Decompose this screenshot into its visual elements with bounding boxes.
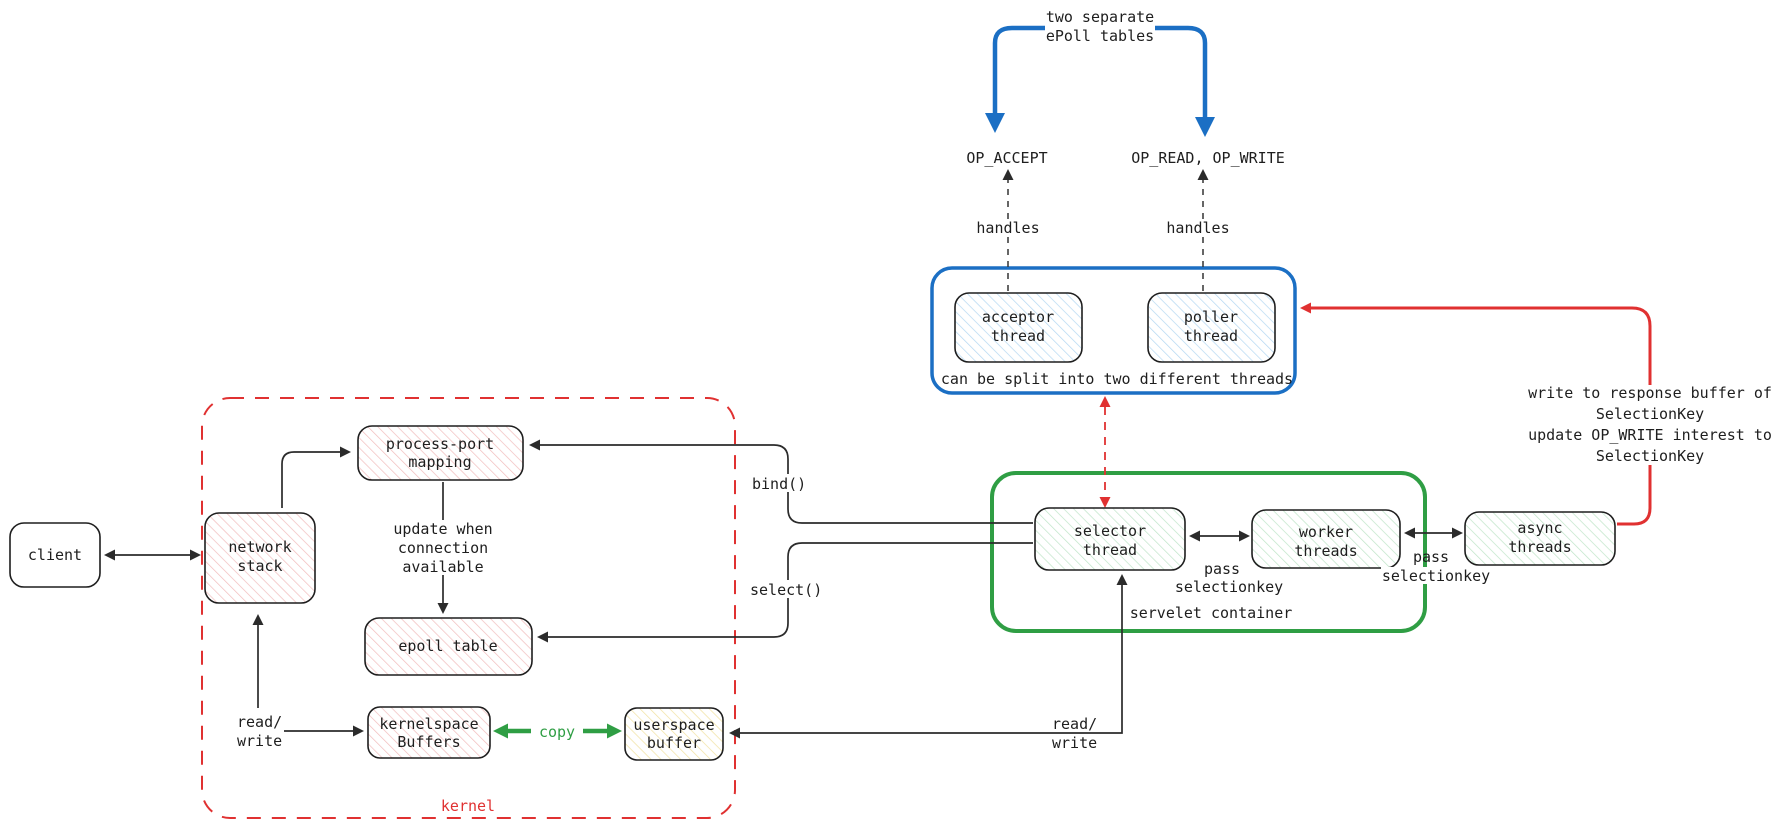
- worker-threads-label: worker: [1299, 523, 1353, 541]
- process-port-mapping-label: mapping: [408, 453, 471, 471]
- acceptor-thread-label: acceptor: [982, 308, 1054, 326]
- client-label: client: [28, 546, 82, 564]
- kernelspace-buffers-label: kernelspace: [379, 715, 478, 733]
- network-stack-label: stack: [237, 557, 282, 575]
- poller-thread-label: thread: [1184, 327, 1238, 345]
- copy-label: copy: [539, 723, 575, 741]
- label-backdrop: [974, 220, 1042, 236]
- op-accept-label: OP_ACCEPT: [966, 149, 1047, 167]
- async-threads-label: async: [1517, 519, 1562, 537]
- pass-selectionkey-label: pass: [1413, 548, 1449, 566]
- write-response-note: update OP_WRITE interest to: [1528, 426, 1772, 444]
- kernel-label: kernel: [441, 797, 495, 815]
- read-write-label: write: [1052, 734, 1097, 752]
- update-when-label: update when: [393, 520, 492, 538]
- read-write-label: write: [237, 732, 282, 750]
- userspace-selector-arrow: [729, 574, 1128, 739]
- write-response-note: SelectionKey: [1596, 405, 1704, 423]
- async-threads-node: [1464, 511, 1616, 566]
- client-node: [9, 522, 101, 588]
- acceptor-thread-label: thread: [991, 327, 1045, 345]
- epoll-table-label: epoll table: [398, 637, 497, 655]
- op-read-write-label: OP_READ, OP_WRITE: [1131, 149, 1285, 167]
- userspace-buffer-label: userspace: [633, 716, 714, 734]
- acceptor-thread-node: [954, 292, 1083, 363]
- update-when-label: available: [402, 558, 483, 576]
- userspace-buffer-label: buffer: [647, 734, 701, 752]
- epoll-tables-label: ePoll tables: [1046, 27, 1154, 45]
- servlet-container-label: servelet container: [1130, 604, 1293, 622]
- handles-right-label: handles: [1166, 219, 1229, 237]
- process-port-mapping-label: process-port: [386, 435, 494, 453]
- thread-split-caption: can be split into two different threads: [941, 370, 1293, 388]
- label-backdrop: [1164, 220, 1232, 236]
- kernelspace-buffers-node: [367, 706, 491, 759]
- pass-selectionkey-label: selectionkey: [1175, 578, 1283, 596]
- label-backdrop: [1524, 385, 1776, 465]
- read-write-label: read/: [237, 713, 282, 731]
- worker-threads-label: threads: [1294, 542, 1357, 560]
- selector-thread-node: [1034, 507, 1186, 571]
- async-threads-label: threads: [1508, 538, 1571, 556]
- epolltables-opreadwrite-arrow: [1155, 25, 1215, 137]
- poller-thread-node: [1147, 292, 1276, 363]
- label-backdrop: [531, 723, 583, 740]
- servlet-container: [990, 471, 1427, 633]
- label-backdrop: [748, 474, 814, 492]
- label-backdrop: [1381, 567, 1491, 584]
- selector-thread-label: selector: [1074, 522, 1146, 540]
- epoll-table-node: [364, 617, 533, 676]
- label-backdrop: [391, 520, 495, 575]
- write-response-note: write to response buffer of: [1528, 384, 1772, 402]
- worker-threads-node: [1251, 509, 1401, 569]
- poller-thread-label: poller: [1184, 308, 1238, 326]
- kernelspace-buffers-label: Buffers: [397, 733, 460, 751]
- pass-selectionkey-label: pass: [1204, 560, 1240, 578]
- process-port-mapping-node: [357, 425, 524, 481]
- network-stack-label: network: [228, 538, 291, 556]
- network-stack-node: [204, 512, 316, 604]
- epolltables-opaccept-arrow: [985, 25, 1045, 133]
- bind-label: bind(): [752, 475, 806, 493]
- selector-thread-label: thread: [1083, 541, 1137, 559]
- select-label: select(): [750, 581, 822, 599]
- handles-left-label: handles: [976, 219, 1039, 237]
- read-write-label: read/: [1052, 715, 1097, 733]
- epoll-tables-label: two separate: [1046, 8, 1154, 26]
- label-backdrop: [744, 580, 824, 598]
- network-processport-arrow: [281, 446, 351, 508]
- thread-split-container: [930, 266, 1297, 395]
- pass-selectionkey-label: selectionkey: [1382, 567, 1490, 585]
- write-response-note: SelectionKey: [1596, 447, 1704, 465]
- update-when-label: connection: [398, 539, 488, 557]
- userspace-buffer-node: [624, 707, 724, 761]
